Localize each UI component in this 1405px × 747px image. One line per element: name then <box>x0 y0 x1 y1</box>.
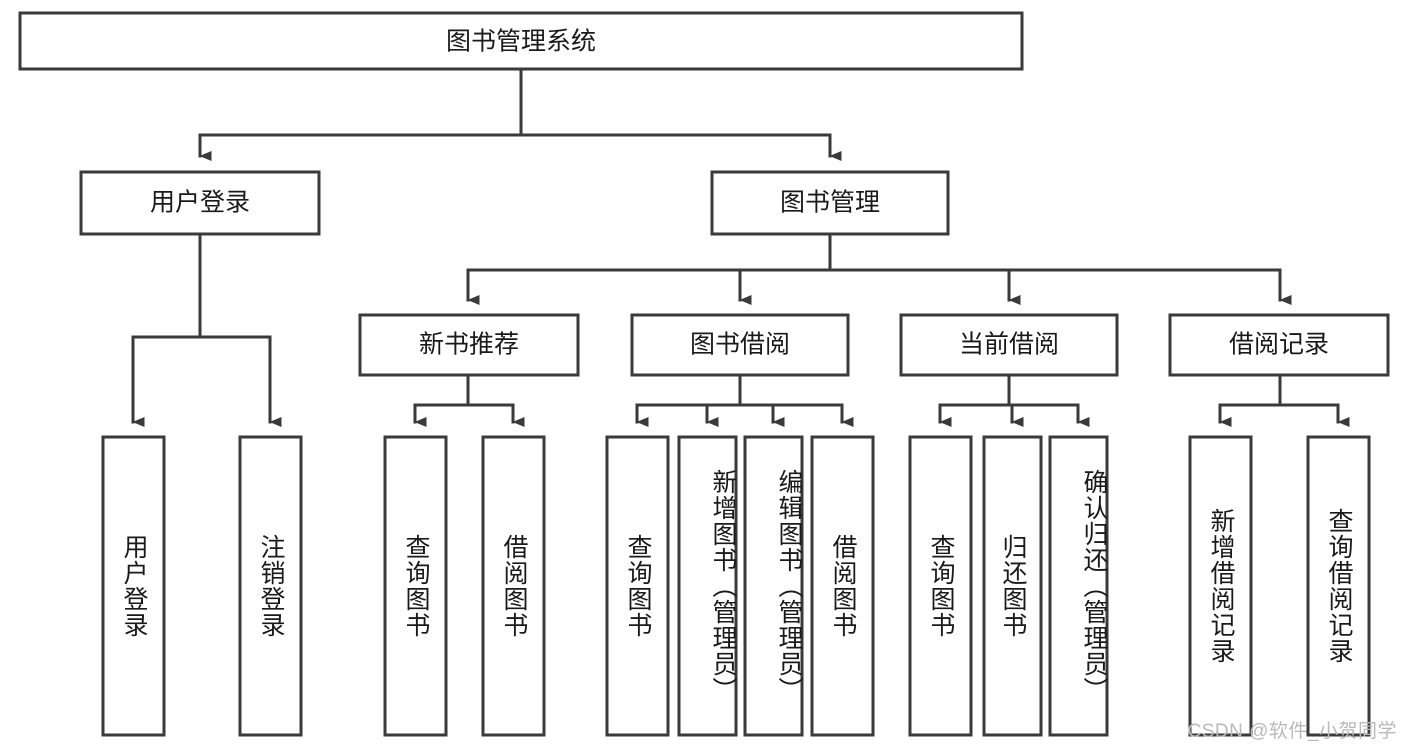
node-book-borrow-box[interactable] <box>630 313 850 377</box>
node-borrow-record-box[interactable] <box>1168 313 1390 377</box>
leaf-box-book-borrow-2[interactable] <box>677 435 738 737</box>
node-user-login-box[interactable] <box>79 170 321 236</box>
leaf-boxes-group <box>101 435 1371 737</box>
leaf-box-borrow-record-2[interactable] <box>1306 435 1371 737</box>
node-user-login-label: 用户登录 <box>150 189 250 217</box>
node-root-system-label: 图书管理系统 <box>446 28 596 56</box>
node-new-book-box[interactable] <box>358 313 580 377</box>
connector-group-root <box>198 67 842 161</box>
node-root-system[interactable]: 图书管理系统 <box>18 11 1024 71</box>
connector-group-new-book <box>413 373 525 427</box>
connector-group-current-borrow <box>938 373 1090 427</box>
node-borrow-record-label: 借阅记录 <box>1229 331 1329 359</box>
node-current-borrow[interactable]: 当前借阅 <box>899 313 1119 377</box>
connector-group-borrow-record <box>1218 373 1350 427</box>
node-root-system-box[interactable] <box>18 11 1024 71</box>
leaf-box-new-book-1[interactable] <box>383 435 448 737</box>
leaf-box-current-borrow-2[interactable] <box>982 435 1043 737</box>
node-book-manage[interactable]: 图书管理 <box>710 170 950 236</box>
leaf-box-borrow-record-1[interactable] <box>1188 435 1253 737</box>
connector-group-user-login <box>131 232 282 427</box>
node-book-borrow-label: 图书借阅 <box>690 331 790 359</box>
leaf-box-book-borrow-3[interactable] <box>743 435 804 737</box>
leaf-box-current-borrow-1[interactable] <box>908 435 973 737</box>
leaf-box-user-login-1[interactable] <box>101 435 166 737</box>
leaf-box-book-borrow-1[interactable] <box>605 435 670 737</box>
node-user-login[interactable]: 用户登录 <box>79 170 321 236</box>
connector-group-book-borrow <box>635 373 854 427</box>
node-current-borrow-box[interactable] <box>899 313 1119 377</box>
leaf-box-new-book-2[interactable] <box>481 435 546 737</box>
node-current-borrow-label: 当前借阅 <box>959 331 1059 359</box>
connector-group-book-manage <box>466 232 1292 305</box>
leaf-box-user-login-2[interactable] <box>238 435 303 737</box>
node-book-borrow[interactable]: 图书借阅 <box>630 313 850 377</box>
node-book-manage-label: 图书管理 <box>780 189 880 217</box>
node-book-manage-box[interactable] <box>710 170 950 236</box>
csdn-watermark: CSDN @软件_小贺同学 <box>1187 721 1397 742</box>
node-new-book-label: 新书推荐 <box>419 331 519 359</box>
leaf-box-current-borrow-3[interactable] <box>1048 435 1109 737</box>
node-new-book[interactable]: 新书推荐 <box>358 313 580 377</box>
node-borrow-record[interactable]: 借阅记录 <box>1168 313 1390 377</box>
leaf-box-book-borrow-4[interactable] <box>810 435 875 737</box>
